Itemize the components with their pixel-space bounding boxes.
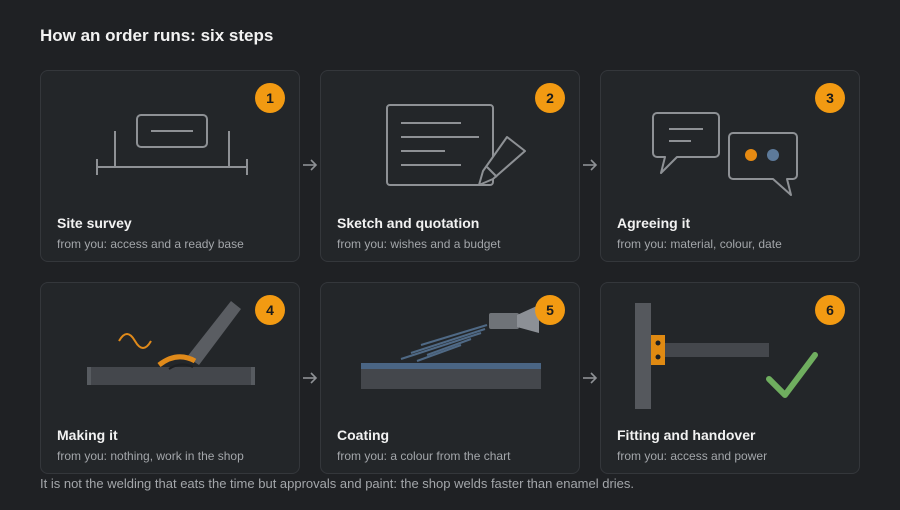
welding-icon xyxy=(87,301,255,385)
step-number-badge: 4 xyxy=(255,295,285,325)
step-title: Site survey xyxy=(57,215,132,231)
step-card-3: 3 Agreeing it from you: material, colour… xyxy=(600,70,860,262)
arrow-right-icon xyxy=(303,159,318,171)
step-card-4: 4 Making it from you: nothing, work in t… xyxy=(40,282,300,474)
step-number-badge: 3 xyxy=(815,83,845,113)
step-number-badge: 2 xyxy=(535,83,565,113)
step-card-1: 1 Site survey from you: access and a rea… xyxy=(40,70,300,262)
step-number-badge: 1 xyxy=(255,83,285,113)
spray-coating-icon xyxy=(361,305,541,389)
step-title: Making it xyxy=(57,427,118,443)
step-card-2: 2 Sketch and quotation from you: wishes … xyxy=(320,70,580,262)
step-title: Sketch and quotation xyxy=(337,215,480,231)
page-title: How an order runs: six steps xyxy=(40,26,274,45)
step-requirement: from you: a colour from the chart xyxy=(337,449,511,463)
arrow-right-icon xyxy=(583,372,598,384)
step-title: Coating xyxy=(337,427,390,443)
step-card-6: 6 Fitting and handover from you: access … xyxy=(600,282,860,474)
step-number-badge: 5 xyxy=(535,295,565,325)
step-number-badge: 6 xyxy=(815,295,845,325)
fitting-check-icon xyxy=(635,303,818,409)
footnote: It is not the welding that eats the time… xyxy=(40,476,635,491)
step-requirement: from you: material, colour, date xyxy=(617,237,782,251)
step-title: Fitting and handover xyxy=(617,427,756,443)
site-survey-icon xyxy=(96,114,248,175)
step-requirement: from you: wishes and a budget xyxy=(337,237,501,251)
arrow-right-icon xyxy=(583,159,598,171)
step-requirement: from you: nothing, work in the shop xyxy=(57,449,244,463)
chat-bubbles-icon xyxy=(652,112,798,196)
arrow-right-icon xyxy=(303,372,318,384)
step-requirement: from you: access and power xyxy=(617,449,768,463)
step-requirement: from you: access and a ready base xyxy=(57,237,244,251)
step-title: Agreeing it xyxy=(617,215,691,231)
step-card-5: 5 Coating from you: a colour from the ch… xyxy=(320,282,580,474)
sketch-quotation-icon xyxy=(386,104,526,186)
